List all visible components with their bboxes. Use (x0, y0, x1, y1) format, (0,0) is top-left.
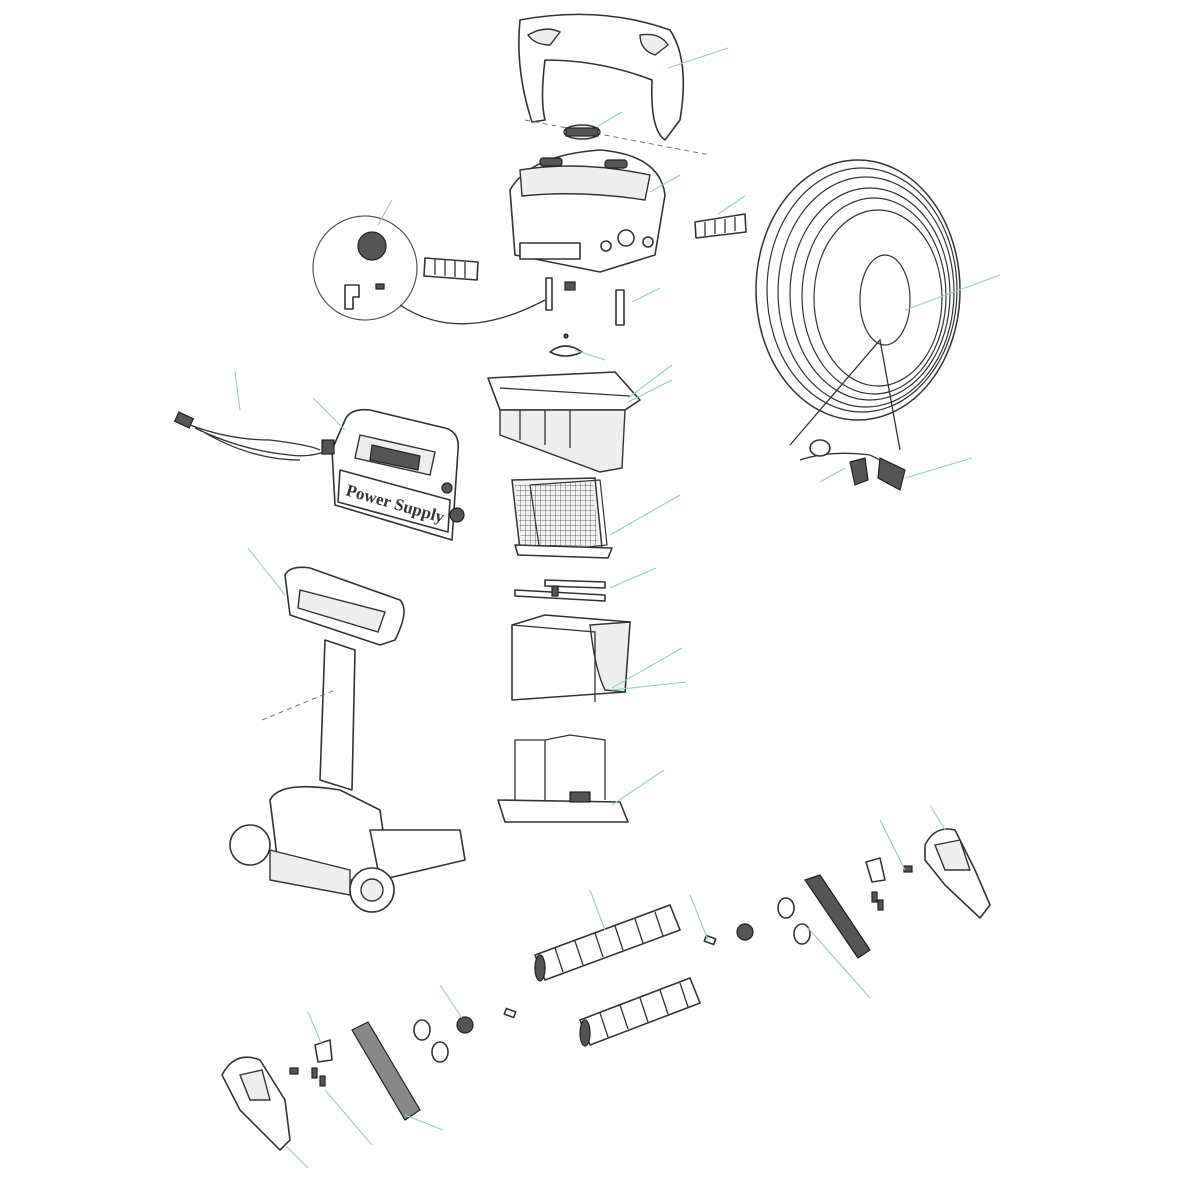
leader-lines (234, 47, 1001, 1169)
power-supply: Power Supply (321, 408, 465, 541)
filter-element (511, 614, 631, 702)
brush-upper (534, 904, 681, 982)
filter-cap (563, 124, 601, 140)
brush-lower (579, 977, 701, 1047)
track-right (804, 874, 871, 959)
bottom-tray (497, 734, 629, 823)
impeller (549, 333, 583, 357)
caddy-axis (261, 689, 336, 721)
carry-handle (518, 13, 685, 141)
drive-parts-right (703, 897, 811, 946)
power-cord (173, 411, 331, 461)
clip-rack-left (423, 257, 479, 281)
cable-reel (755, 159, 961, 471)
clip-springs-left (289, 1039, 333, 1087)
tube-connectors (545, 277, 625, 326)
motor-box (487, 371, 641, 473)
caddy-cart (229, 566, 466, 913)
clip-springs-right (865, 857, 913, 911)
side-panel-left (221, 1056, 291, 1151)
drive-parts-left (413, 1007, 517, 1063)
detail-inset (312, 215, 546, 325)
robot-body (509, 149, 666, 273)
swivel-connector (809, 439, 906, 491)
track-left (351, 1021, 421, 1121)
side-panel-right (924, 828, 991, 919)
filter-basket (511, 477, 613, 559)
filter-clips (514, 579, 606, 602)
clip-rack-right (694, 213, 747, 239)
assembly-axis (524, 119, 711, 156)
